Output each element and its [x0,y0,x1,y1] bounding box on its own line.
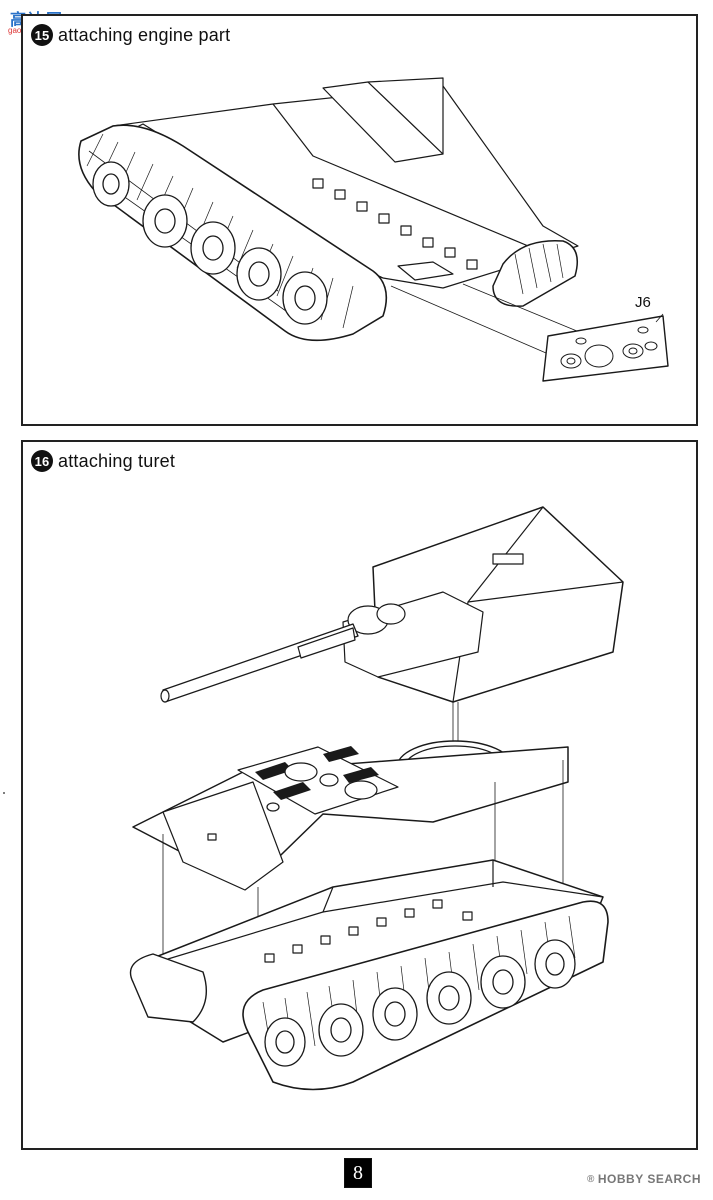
step-number-badge: 15 [31,24,53,46]
page-number: 8 [344,1158,372,1188]
step-title: attaching engine part [58,24,231,45]
step-15-panel: 15 attaching engine part J6 [21,14,698,426]
registered-mark: ® [587,1173,595,1185]
margin-mark [3,792,5,794]
step-15-header: 15 attaching engine part [31,24,230,46]
step-title: attaching turet [58,450,176,471]
part-label-j6: J6 [635,294,651,311]
step-number-badge: 16 [31,450,53,472]
engine-part-diagram [78,77,669,382]
hobby-search-text: HOBBY SEARCH [597,1172,701,1186]
step-16-header: 16 attaching turet [31,450,175,472]
turret-attach-diagram [129,506,624,1091]
step-16-panel: 16 attaching turet [21,440,698,1150]
hobby-search-watermark: ® HOBBY SEARCH [587,1172,701,1186]
